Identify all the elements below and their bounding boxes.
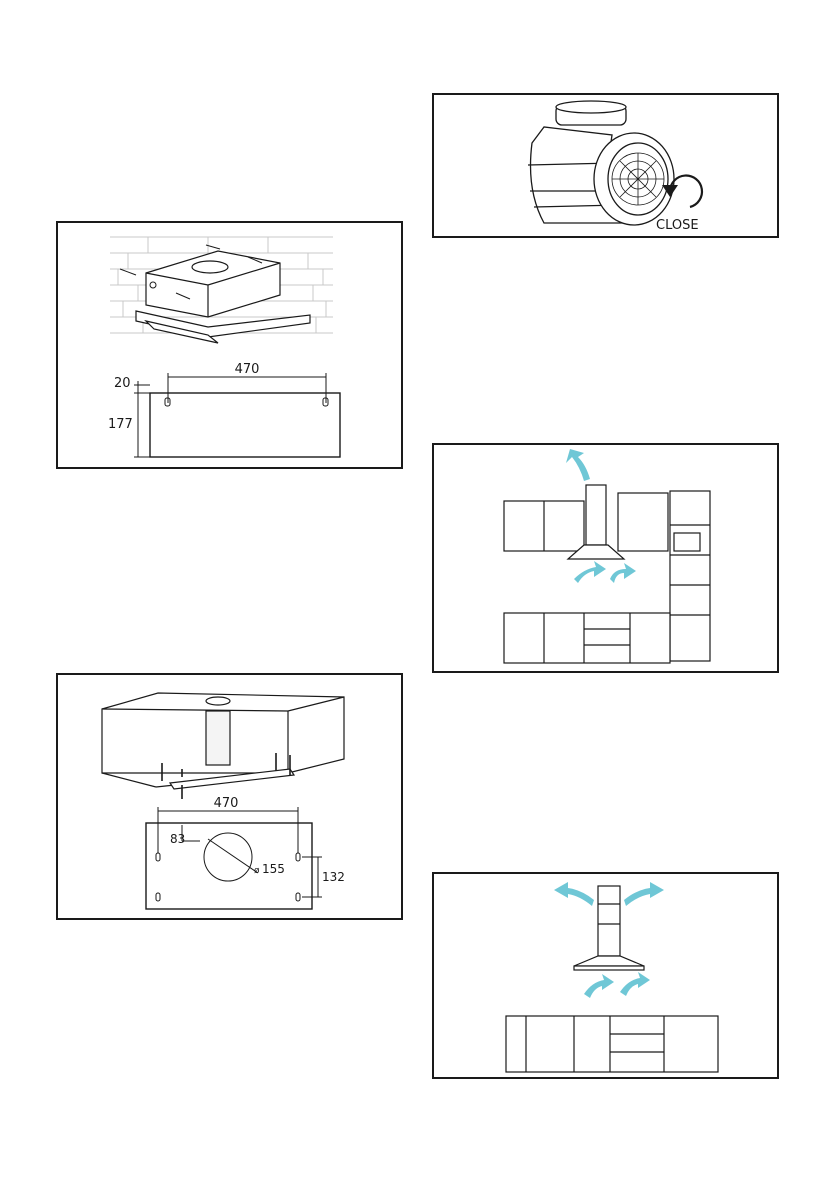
dim-duct-diameter: 155 [262, 862, 285, 876]
motor-housing [528, 101, 674, 225]
ducted-kitchen-drawing [434, 445, 779, 673]
close-label: CLOSE [656, 218, 699, 233]
wall-mounting-drawing: 470 20 177 [58, 223, 403, 469]
dimension-lines [134, 373, 340, 457]
kitchen-units [504, 485, 710, 663]
wall-mounting-figure: 470 20 177 [56, 221, 403, 469]
hood-box [136, 251, 310, 343]
dim-center-offset: 83 [170, 832, 185, 846]
motor-figure: CLOSE [432, 93, 779, 238]
island-hood-drawing [434, 874, 779, 1079]
dim-top-offset: 20 [114, 376, 131, 391]
ducted-kitchen-figure [432, 443, 779, 673]
motor-drawing: CLOSE [434, 95, 779, 238]
island-hood-figure [432, 872, 779, 1079]
cabinet-mounting-drawing: 470 83 ø 155 132 [58, 675, 403, 920]
cabinet-mounting-figure: 470 83 ø 155 132 [56, 673, 403, 920]
plan-dimension-lines [146, 807, 322, 909]
dim-vertical-spacing: 132 [322, 870, 345, 884]
island-cabinets [506, 1016, 718, 1072]
dim-hole-spacing: 470 [214, 796, 239, 811]
cabinet-box [102, 693, 344, 789]
diameter-symbol: ø [254, 866, 260, 876]
motor-filter-grid [612, 153, 664, 205]
rotate-arrow-icon [670, 176, 702, 207]
dim-hole-spacing: 470 [235, 362, 260, 377]
dim-height: 177 [108, 417, 133, 432]
